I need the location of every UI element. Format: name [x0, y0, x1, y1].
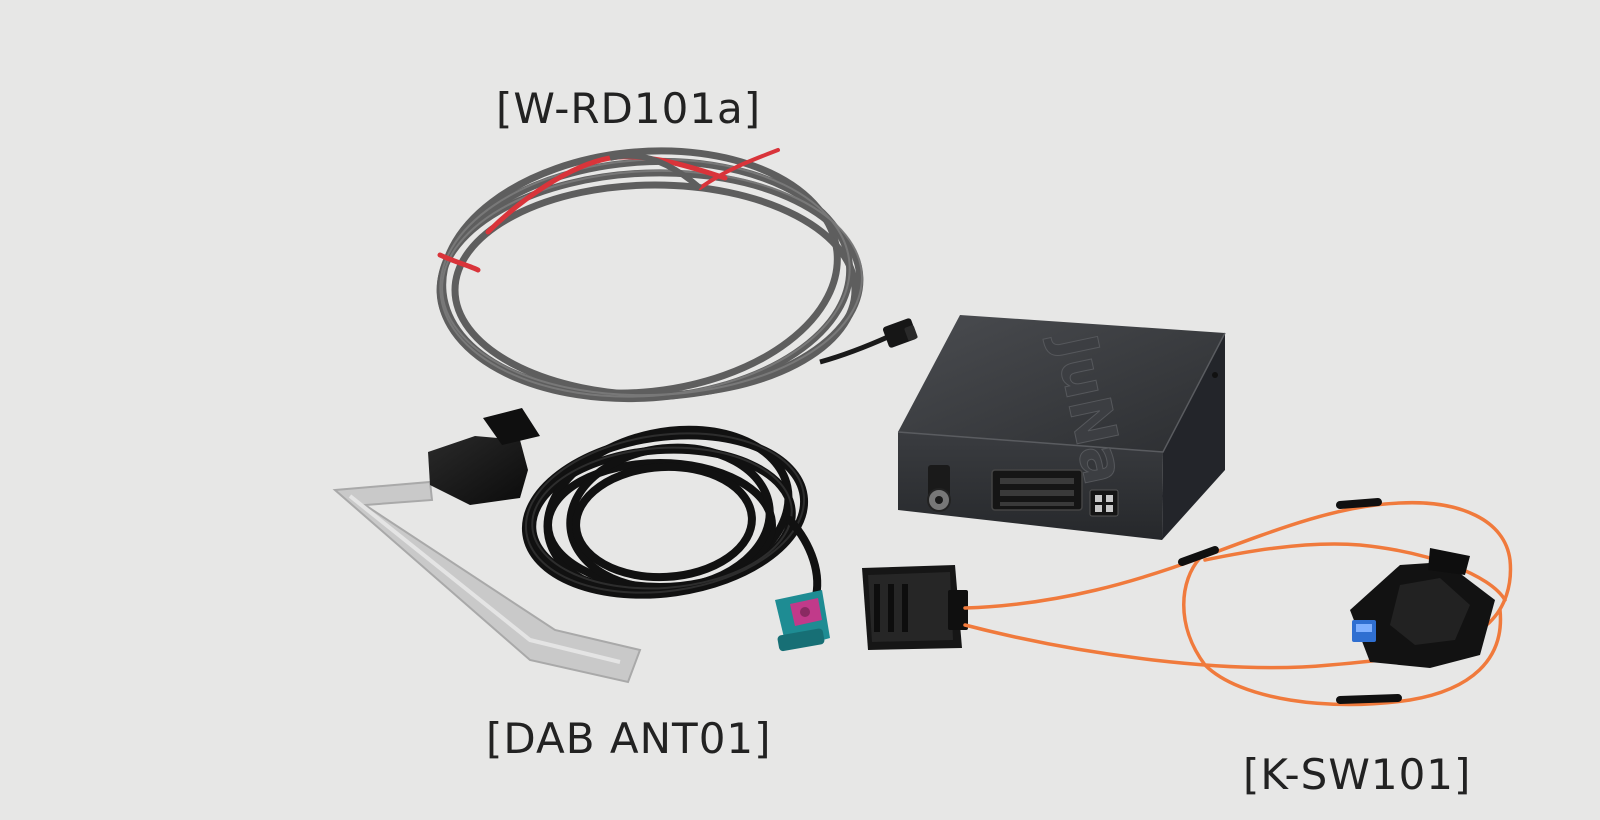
fiber-cable: [862, 498, 1513, 707]
dab-antenna: [332, 408, 830, 684]
aux-port: [1089, 489, 1119, 517]
power-cable: [436, 147, 918, 403]
label-power-cable: [W-RD101a]: [496, 84, 762, 133]
main-port: [991, 469, 1083, 511]
label-fiber-cable: [K-SW101]: [1243, 750, 1472, 799]
fakra-connector: [775, 590, 830, 652]
power-connector: [882, 318, 918, 348]
fiber-connector-left: [862, 565, 968, 650]
fiber-connector-right: [1350, 548, 1495, 668]
label-dab-antenna: [DAB ANT01]: [486, 714, 772, 763]
interface-module: JuNa: [897, 315, 1226, 540]
antenna-jack: [927, 465, 951, 512]
